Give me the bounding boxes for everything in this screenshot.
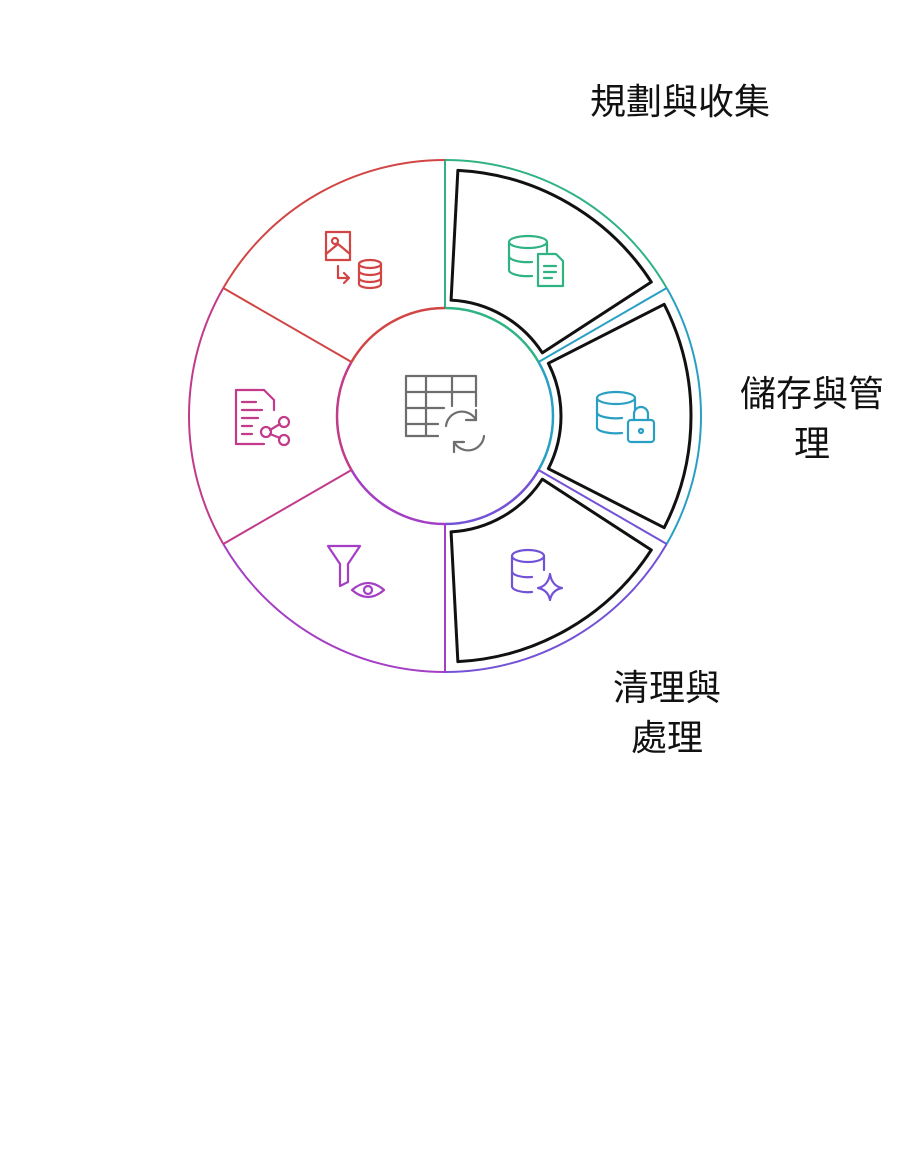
divider-cleaning [538,469,668,545]
outer-arc-planning [444,159,668,289]
inner-arc-analysis [350,469,446,526]
highlight-segment-cleaning [449,477,653,664]
inner-arc-import [350,306,446,363]
divider-storage [538,287,668,363]
outer-ring [188,159,702,673]
inner-arc-cleaning [444,469,540,526]
label-storage-management: 儲存與管 理 [739,374,884,465]
divider-sharing [222,469,352,545]
label-planning-collection: 規劃與收集 [589,82,770,123]
filter-eye-icon [326,544,386,599]
inner-arc-storage [537,361,555,471]
inner-arc-sharing [335,361,353,471]
highlight-segment-planning [449,168,653,355]
segments-layer [449,168,693,664]
highlight-segment-storage [546,302,693,530]
label-cleaning-processing: 清理與 處理 [612,668,721,759]
outer-arc-cleaning [444,543,668,673]
center-fill [339,310,551,522]
center-circle [339,310,551,522]
inner-arc-planning [444,306,540,363]
image-to-database-icon [324,230,383,290]
database-document-icon [507,234,565,288]
outer-arc-storage [665,287,702,545]
database-lock-icon [595,390,656,444]
document-share-icon [234,388,291,447]
outer-arc-sharing [188,287,225,545]
divider-import [222,287,352,363]
table-refresh-icon [404,374,486,454]
outer-arc-analysis [222,543,446,673]
outer-arc-import [222,159,446,289]
database-sparkle-icon [510,548,564,602]
